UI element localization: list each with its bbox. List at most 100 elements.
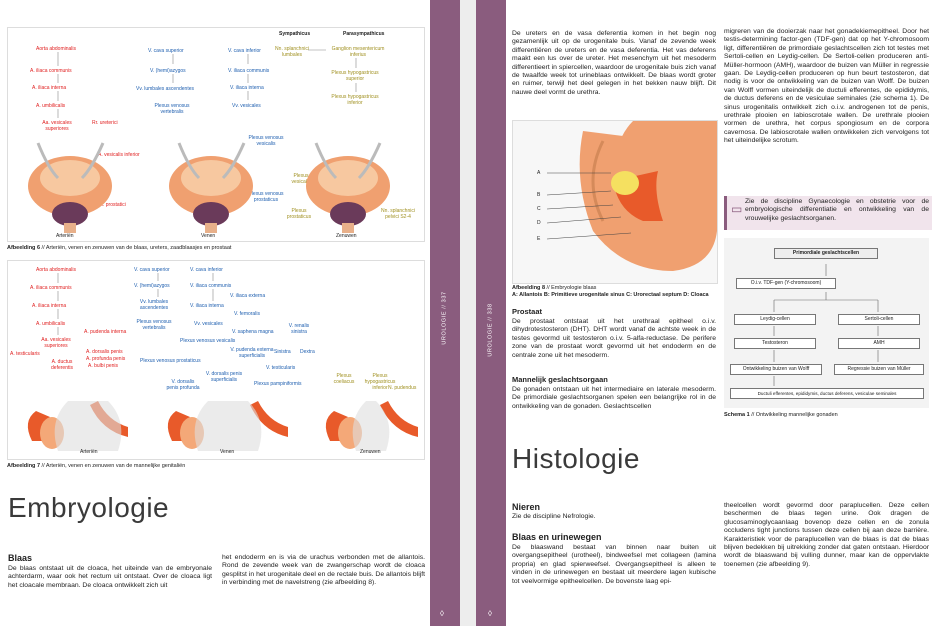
figure-7-caption: Afbeelding 7 // Arteriën, venen en zenuw… (7, 463, 185, 469)
heading-nieren: Nieren (512, 502, 541, 512)
book-icon: ▭ (731, 202, 743, 216)
paragraph-gonaden-right-col: migreren van de dooierzak naar het gonad… (724, 28, 929, 145)
fig7-vein: V. saphena magna (232, 329, 274, 335)
fig6-vein: V. iliaca interna (230, 85, 264, 91)
fig8-label: A (537, 170, 541, 176)
heading-histologie: Histologie (512, 443, 640, 474)
schema-sertoli: Sertoli-cellen (838, 314, 920, 325)
fig7-sublabel: Venen (220, 449, 235, 455)
figure-8-legend: A: Allantois B: Primitieve urogenitale s… (512, 292, 709, 298)
paragraph-blaas-col1: De blaas ontstaat uit de cloaca, het uit… (8, 565, 212, 589)
fig7-vein: Plexus venosus prostaticus (140, 358, 201, 364)
caption-text: // Embryologie blaas (545, 285, 597, 291)
schema-1-caption: Schema 1 // Ontwikkeling mannelijke gona… (724, 412, 838, 418)
fig7-vein: V. dorsalis penis superficialis (205, 371, 243, 383)
caption-label: Afbeelding 6 (7, 245, 41, 251)
fig6-artery: A. iliaca interna (32, 85, 67, 91)
fig6-vein: Plexus venosus prostaticus (248, 191, 284, 203)
right-page: De ureters en de vasa deferentia komen i… (506, 0, 936, 626)
fig7-vein: V. cava inferior (190, 267, 223, 273)
fig6-header-parasympathicus: Parasympathicus (343, 31, 385, 37)
schema-1: Primordiale geslachtscellen O.i.v. TDF-g… (724, 238, 929, 408)
figure-7: Aorta abdominalis A. iliaca communis A. … (7, 260, 425, 460)
fig6-artery: Rr. prostatici (98, 202, 126, 208)
caption-text: // Ontwikkeling mannelijke gonaden (749, 412, 838, 418)
fig7-artery: A. testicularis (10, 351, 40, 357)
fig7-vein: Dextra (300, 349, 315, 355)
fig6-nerve: Nn. splanchnici pelvici S2-4 (381, 208, 415, 220)
fig6-artery: Aorta abdominalis (36, 46, 77, 52)
heading-blaas-urinewegen: Blaas en urinewegen (512, 532, 602, 542)
fig7-artery: A. bulbi penis (88, 363, 119, 369)
fig7-vein: V. cava superior (134, 267, 170, 273)
figure-6-caption: Afbeelding 6 // Arteriën, venen en zenuw… (7, 245, 231, 251)
fig7-artery: A. iliaca interna (32, 303, 67, 309)
schema-arrows (773, 264, 879, 386)
fig6-vein: V. cava superior (148, 48, 184, 54)
fig7-vein: Sinistra (274, 349, 291, 355)
paragraph-blaas-col2: het endoderm en is via de urachus verbon… (222, 554, 425, 587)
fig6-nerve: Plexus prostaticus (286, 208, 312, 220)
heading-prostaat: Prostaat (512, 307, 543, 316)
bookmark-icon: ◊ (488, 609, 492, 618)
spine-label-left: UROLOGIE // 337 (441, 291, 448, 345)
fig7-nerve: Plexus coeliacus (333, 373, 355, 385)
paragraph-nieren: Zie de discipline Nefrologie. (512, 513, 596, 520)
caption-label: Afbeelding 7 (7, 463, 41, 469)
fig7-artery: Aorta abdominalis (36, 267, 77, 273)
fig7-vein: V. testicularis (266, 365, 296, 371)
fig7-vein: V. renalis sinistra (288, 323, 310, 335)
fig6-header-sympathicus: Sympathicus (279, 31, 311, 37)
fig6-vein: Plexus venosus vertebralis (154, 103, 190, 115)
fig6-vein: V. cava inferior (228, 48, 261, 54)
fig7-sublabel: Zenuwen (360, 449, 381, 455)
fig6-vein: Plexus venosus vesicalis (248, 135, 284, 147)
fig7-sublabel: Arteriën (80, 449, 98, 455)
fig8-label: C (537, 206, 541, 212)
fig6-vein: Vv. vesicales (232, 103, 261, 109)
figure-8-caption: Afbeelding 8 // Embryologie blaas (512, 285, 596, 291)
schema-amh: AMH (838, 338, 920, 349)
fig6-vein: Vv. lumbales ascendentes (136, 86, 194, 92)
fig7-artery: A. profunda penis (86, 356, 126, 362)
fig6-nerve: Plexus vesicalis (291, 173, 311, 185)
paragraph-paraplucellen: theelcellen wordt gevormd door parapluce… (724, 502, 929, 568)
caption-text: // Arteriën, venen en zenuwen van de man… (40, 463, 186, 469)
fig6-vein: V. (hemi)azygos (150, 68, 186, 74)
bookmark-icon: ◊ (440, 609, 444, 618)
paragraph-blaas-urinewegen: De blaaswand bestaat van binnen naar bui… (512, 544, 716, 585)
fig8-label: E (537, 236, 541, 242)
fig7-artery: A. dorsalis penis (86, 349, 123, 355)
fig7-vein: Plexus pampiniformis (254, 381, 302, 387)
spine-right: UROLOGIE // 338 ◊ (476, 0, 506, 626)
figure-8: A B C D E (512, 120, 718, 284)
fig7-vein: V. femoralis (234, 311, 260, 317)
fig7-artery: A. ductus deferentis (51, 359, 73, 371)
fig6-nerve: Nn. splanchnici lumbales (275, 46, 309, 58)
fig7-vein: Vv. vesicales (194, 321, 223, 327)
fig6-artery: Aa. vesicales superiores (42, 120, 72, 132)
subheading-blaas: Blaas (8, 553, 33, 563)
schema-title: Primordiale geslachtscellen (774, 248, 878, 259)
fig7-nerve: N. pudendus (388, 385, 417, 391)
fig6-artery: A. iliaca communis (30, 68, 72, 74)
fig7-vein: V. iliaca interna (190, 303, 224, 309)
fig7-artery: A. pudenda interna (84, 329, 127, 335)
gutter (460, 0, 476, 626)
caption-text: // Arteriën, venen en zenuwen van de bla… (40, 245, 232, 251)
callout-text: Zie de discipline Gynaecologie en obstet… (745, 198, 929, 222)
left-page: Sympathicus Parasympathicus Aorta abdomi… (0, 0, 430, 626)
fig7-vein: V. iliaca externa (230, 293, 266, 299)
fig6-sublabel: Arteriën (56, 233, 74, 239)
fig6-vein: V. iliaca communis (228, 68, 270, 74)
caption-label: Afbeelding 8 (512, 285, 546, 291)
fig7-artery: A. umbilicalis (36, 321, 66, 327)
fig6-sublabel: Venen (201, 233, 216, 239)
schema-leydig: Leydig-cellen (734, 314, 816, 325)
spine-left: UROLOGIE // 337 ◊ (430, 0, 460, 626)
fig7-artery: A. iliaca communis (30, 285, 72, 291)
fig8-label: D (537, 220, 541, 226)
callout-gynaecologie: ▭ Zie de discipline Gynaecologie en obst… (724, 196, 932, 230)
fig8-embryo-drawing (546, 121, 717, 271)
fig7-vein: V. pudenda externa superficialis (230, 347, 274, 359)
